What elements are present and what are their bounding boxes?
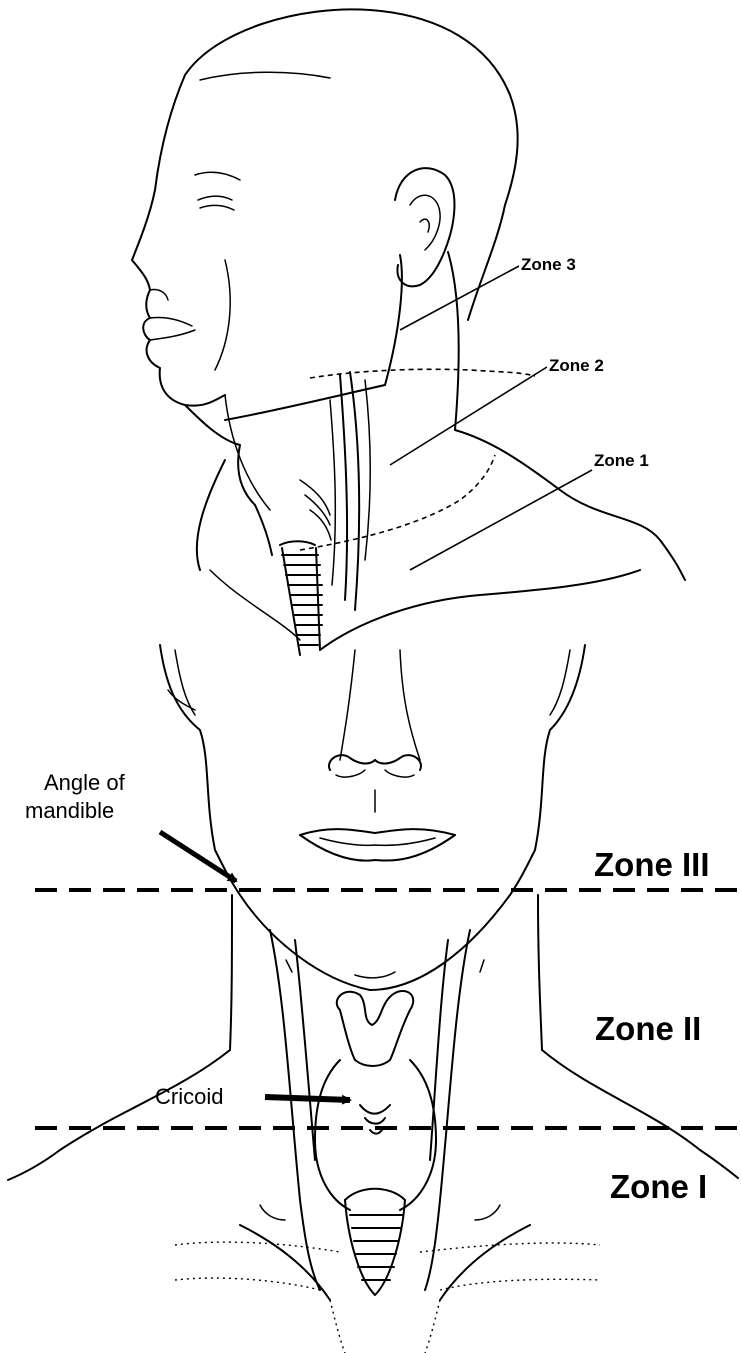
zone3-label: Zone 3 bbox=[521, 255, 576, 274]
frontal-face-illustration bbox=[8, 645, 738, 1353]
zone2-label: Zone 2 bbox=[549, 356, 604, 375]
bottom-zone-boundaries bbox=[35, 890, 741, 1128]
lower-trachea bbox=[345, 1189, 405, 1295]
angle-of-mandible-arrow bbox=[160, 832, 236, 881]
zone2-leader bbox=[390, 367, 547, 465]
cricoid-arrow bbox=[265, 1097, 350, 1100]
zone3-leader bbox=[400, 266, 519, 330]
top-zone-labels: Zone 3 Zone 2 Zone 1 bbox=[390, 255, 649, 570]
zone-iii-label: Zone III bbox=[594, 846, 710, 883]
cricoid-label: Cricoid bbox=[155, 1084, 223, 1109]
zone-3-2-boundary bbox=[310, 369, 535, 378]
trachea-rings bbox=[280, 541, 322, 655]
angle-of-mandible-label-line2: mandible bbox=[25, 798, 114, 823]
bottom-zone-labels: Angle of mandible Zone III Zone II Zone … bbox=[25, 770, 710, 1205]
zone1-label: Zone 1 bbox=[594, 451, 649, 470]
lateral-head-illustration bbox=[132, 9, 685, 655]
zone1-leader bbox=[410, 470, 592, 570]
zone-i-label: Zone I bbox=[610, 1168, 707, 1205]
zone-ii-label: Zone II bbox=[595, 1010, 701, 1047]
angle-of-mandible-label-line1: Angle of bbox=[44, 770, 126, 795]
